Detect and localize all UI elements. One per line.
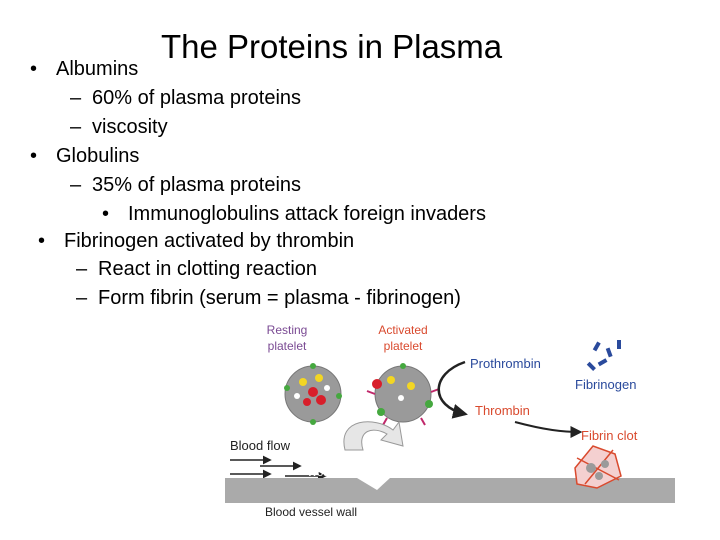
bullet-text: Globulins [56,145,140,167]
bullet-text: viscosity [92,116,168,138]
bullet-fibrinogen: • Fibrinogen activated by thrombin [38,230,354,253]
dash-marker: – [76,258,88,280]
resting-platelet [284,363,342,425]
bullet-albumins: • Albumins [30,58,138,81]
bullet-text: Immunoglobulins attack foreign invaders [128,203,486,225]
activated-platelet-label-2: platelet [384,339,423,353]
vessel-wall-label: Blood vessel wall [265,505,357,519]
bullet-text: Form fibrin (serum = plasma - fibrinogen… [98,287,461,309]
bullet-marker: • [38,230,46,252]
sub-sub-bullet-immunoglobulins: • Immunoglobulins attack foreign invaders [102,203,486,226]
blood-flow-arrows [230,455,327,481]
bullet-text: Albumins [56,58,139,80]
dash-marker: – [70,87,82,109]
thrombin-label: Thrombin [475,403,530,418]
sub-bullet-clotting: –React in clotting reaction [76,258,317,281]
resting-platelet-label: Resting [267,323,308,337]
activated-platelet-label: Activated [378,323,427,337]
wound-label: Wound [307,467,342,479]
fibrin-clot-label: Fibrin clot [581,428,638,443]
fibrin-arrow [514,421,583,438]
dash-marker: – [70,174,82,196]
bullet-globulins: • Globulins [30,145,139,168]
sub-bullet-albumin-percent: –60% of plasma proteins [70,87,301,110]
bullet-marker: • [30,58,38,80]
conversion-arrow [437,360,468,419]
bullet-text: React in clotting reaction [98,258,318,280]
fibrinogen-molecules [586,340,621,371]
blood-flow-label: Blood flow [230,438,291,453]
bullet-marker: • [102,203,110,225]
resting-platelet-label-2: platelet [268,339,307,353]
slide-title: The Proteins in Plasma [161,28,503,65]
sub-bullet-fibrin: –Form fibrin (serum = plasma - fibrinoge… [76,287,461,310]
fibrinogen-label: Fibrinogen [575,377,636,392]
bullet-text: 60% of plasma proteins [92,87,302,109]
dash-marker: – [70,116,82,138]
bullet-text: Fibrinogen activated by thrombin [64,230,355,252]
sub-bullet-viscosity: –viscosity [70,116,168,139]
sub-bullet-globulin-percent: –35% of plasma proteins [70,174,301,197]
bullet-text: 35% of plasma proteins [92,174,302,196]
dash-marker: – [76,287,88,309]
fibrin-clot [574,445,622,489]
clotting-diagram: Resting platelet Activated platelet Prot… [225,323,675,519]
vessel-wall [225,478,675,503]
prothrombin-label: Prothrombin [470,356,541,371]
bullet-marker: • [30,145,38,167]
activation-arrow [343,420,404,451]
activated-platelet [366,363,440,426]
